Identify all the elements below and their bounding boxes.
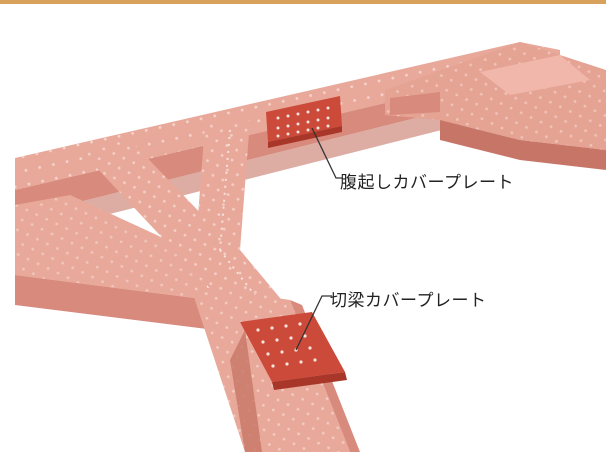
corner-brace-right: [385, 42, 606, 170]
callout-waler-cover-plate: 腹起しカバープレート: [340, 173, 514, 193]
top-accent-bar: [0, 0, 606, 4]
leader-line-2: [295, 295, 332, 351]
strut-center: [195, 120, 290, 330]
waler-cover-plate: [266, 96, 342, 148]
leader-line-1: [311, 127, 342, 179]
callout-strut-cover-plate: 切梁カバープレート: [330, 291, 487, 311]
strut-left-lower: [15, 195, 215, 330]
